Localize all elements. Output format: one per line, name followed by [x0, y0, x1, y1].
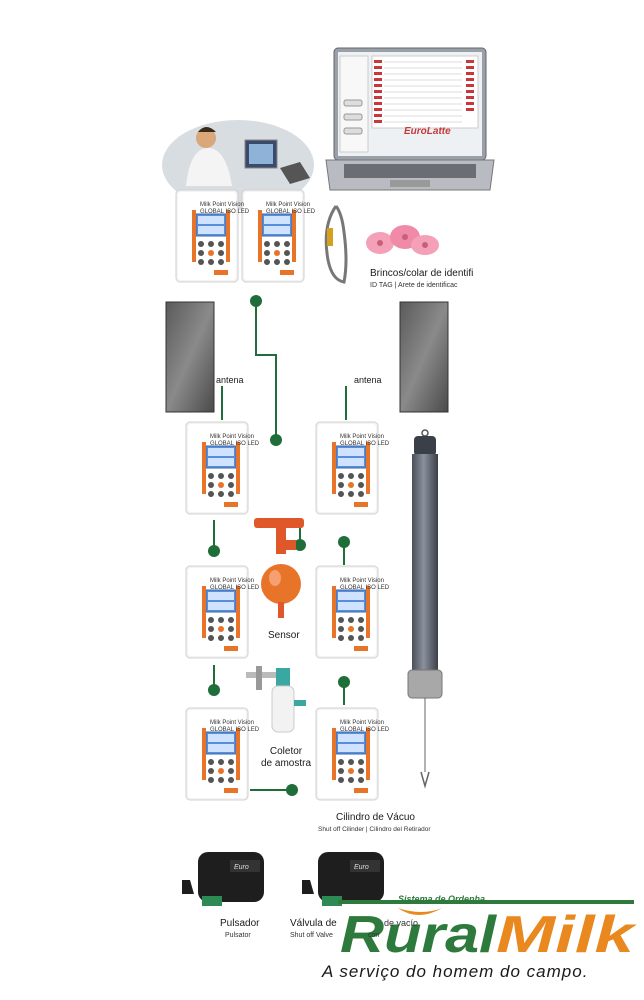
device-label-top-right-2: GLOBAL ISO LED: [266, 209, 316, 215]
valvula-subtitle-3: con: [368, 932, 380, 939]
device-label-bottom-left-2: GLOBAL ISO LED: [210, 727, 260, 733]
ruralmilk-logo: Rural Milk: [338, 900, 638, 964]
sensor-label: Sensor: [268, 630, 300, 641]
brand-name-part1: Rural: [340, 906, 498, 964]
vacuum-cylinder-illustration: [407, 429, 443, 789]
valve-illustration: Euro: [302, 852, 384, 906]
antenna-right: [399, 301, 449, 413]
brand-sistema: Sistema de Ordenha: [398, 894, 486, 904]
device-label-lower-left-1: Milk Point Vision: [210, 578, 254, 584]
sample-collector-illustration: [246, 666, 306, 733]
cilindro-subtitle: Shut off Cilinder | Cilindro del Retirad…: [318, 826, 431, 833]
id-tag-title: Brincos/colar de identifi: [370, 268, 474, 279]
valvula-subtitle-2: de vacío: [384, 918, 419, 928]
id-tag-illustration: [324, 205, 439, 284]
pulsador-title: Pulsador: [220, 918, 260, 929]
pulsator-illustration: Euro: [182, 852, 264, 906]
svg-text:Euro: Euro: [234, 864, 249, 871]
laptop-illustration: [325, 47, 495, 191]
brand-name-part2: Milk: [496, 906, 638, 964]
coletor-label-line2: de amostra: [260, 758, 312, 769]
device-label-mid-left-1: Milk Point Vision: [210, 434, 254, 440]
valvula-subtitle: Shut off Valve: [290, 932, 333, 939]
connection-lines: [213, 300, 347, 791]
device-label-bottom-left-1: Milk Point Vision: [210, 720, 254, 726]
coletor-label-line1: Coletor: [269, 746, 303, 757]
sensor-illustration: [254, 518, 304, 618]
pulsador-subtitle: Pulsator: [225, 932, 251, 939]
technician-photo: [162, 120, 314, 210]
device-label-mid-right-2: GLOBAL ISO LED: [340, 441, 390, 447]
device-label-lower-left-2: GLOBAL ISO LED: [210, 585, 260, 591]
device-label-top-right-1: Milk Point Vision: [266, 202, 310, 208]
antenna-left-label: antena: [216, 375, 244, 385]
device-label-lower-right-1: Milk Point Vision: [340, 578, 384, 584]
antenna-right-label: antena: [354, 375, 382, 385]
id-tag-subtitle: ID TAG | Arete de identificac: [370, 282, 458, 289]
device-label-mid-right-1: Milk Point Vision: [340, 434, 384, 440]
device-label-bottom-right-2: GLOBAL ISO LED: [340, 727, 390, 733]
device-label-top-left-2: GLOBAL ISO LED: [200, 209, 250, 215]
connection-dots: [208, 295, 350, 796]
laptop-brand: EuroLatte: [404, 126, 451, 137]
device-label-top-left-1: Milk Point Vision: [200, 202, 244, 208]
brand-tagline: A serviço do homem do campo.: [322, 962, 589, 981]
cilindro-title: Cilindro de Vácuo: [336, 812, 415, 823]
device-label-mid-left-2: GLOBAL ISO LED: [210, 441, 260, 447]
antenna-left: [165, 301, 215, 413]
device-label-lower-right-2: GLOBAL ISO LED: [340, 585, 390, 591]
valvula-title: Válvula de: [290, 918, 337, 929]
device-label-bottom-right-1: Milk Point Vision: [340, 720, 384, 726]
svg-text:Euro: Euro: [354, 864, 369, 871]
